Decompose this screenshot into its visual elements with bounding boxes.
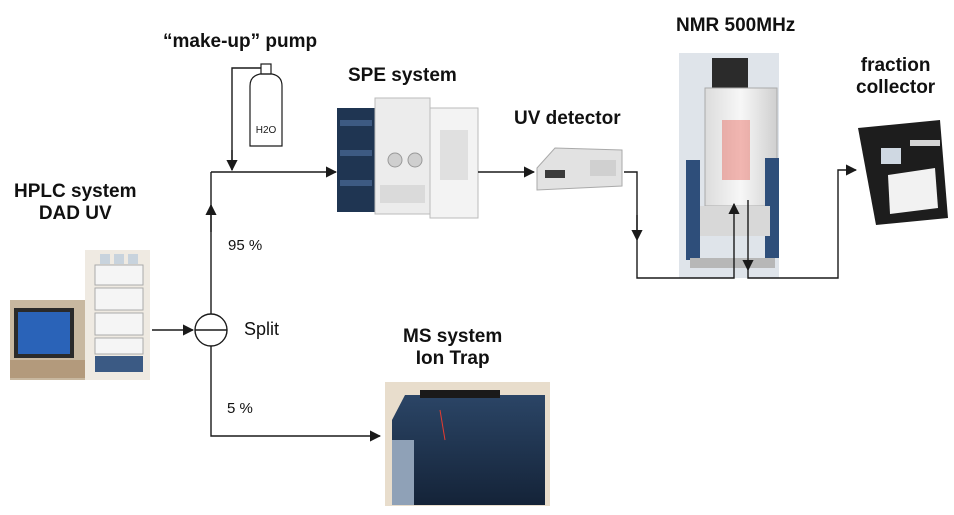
flow-lines [152,67,858,442]
fraction-collector-label: fraction collector [856,55,935,99]
line-uv-out [624,171,638,238]
percent-95-label: 95 % [228,237,263,254]
arrow-to-fraction [747,164,858,279]
ms-system-image [385,382,550,506]
ms-system-label: MS system Ion Trap [403,326,502,370]
fraction-label-line1: fraction [860,55,931,76]
hplc-system-image [10,250,150,380]
fraction-collector-image [858,120,948,225]
spe-system-image [337,97,479,219]
nmr-magnet-image [679,53,779,278]
uv-detector-image [536,147,623,191]
makeup-pump-label: “make-up” pump [163,31,318,52]
arrow-into-nmr [636,202,740,279]
nmr-label: NMR 500MHz [676,15,796,36]
ms-label-line1: MS system [403,326,503,347]
arrow-to-ms [210,346,382,442]
hplc-label-line1: HPLC system [14,181,137,202]
fraction-label-line2: collector [856,77,936,98]
uv-detector-label: UV detector [514,108,621,129]
spe-system-label: SPE system [348,65,457,86]
ms-label-line2: Ion Trap [415,348,490,369]
line-makeup-pump [231,67,261,170]
bottle-label: H2O [256,125,277,136]
water-bottle-icon: H2O [249,63,283,147]
percent-5-label: 5 % [227,400,253,417]
hplc-label-line2: DAD UV [38,203,112,224]
hplc-label: HPLC system DAD UV [14,181,137,225]
split-label: Split [244,319,280,339]
